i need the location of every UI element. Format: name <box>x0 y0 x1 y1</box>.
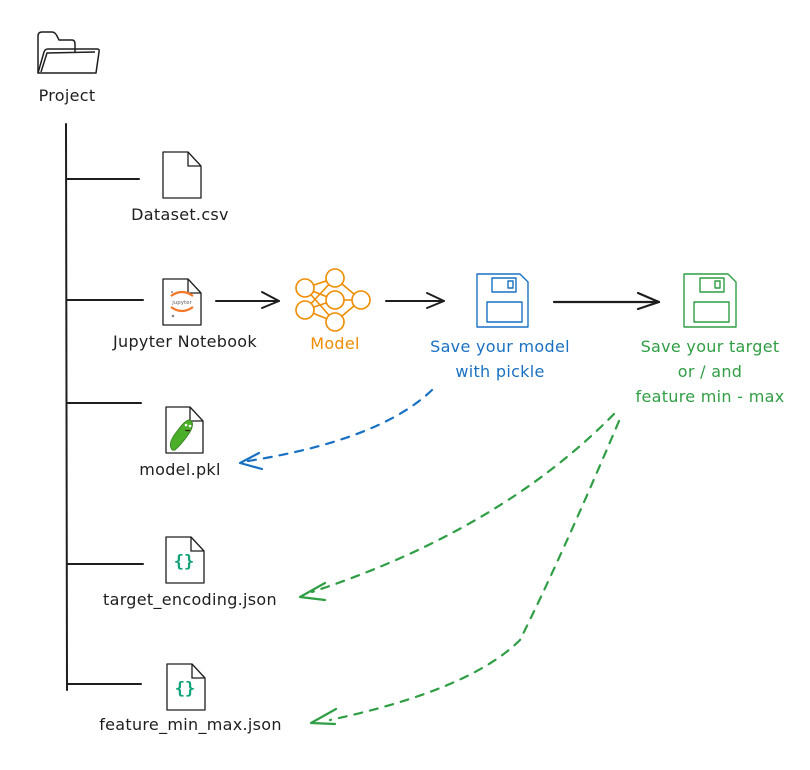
save-model-label: Save your model with pickle <box>430 337 570 381</box>
dashed-arrow-to-target-encoding <box>298 412 616 602</box>
file-label-dataset: Dataset.csv <box>131 205 229 224</box>
tree-trunk <box>65 123 68 691</box>
root-folder-label: Project <box>38 86 96 105</box>
floppy-disk-icon <box>683 273 737 328</box>
dashed-arrow-to-feature-min-max <box>309 419 621 726</box>
file-label-feature-min-max: feature_min_max.json <box>99 715 282 734</box>
jupyter-file-icon: jupyter <box>162 278 202 326</box>
dashed-arrow-to-model-pkl <box>238 388 434 471</box>
json-file-icon: {} <box>165 536 205 584</box>
json-file-icon: {} <box>166 663 206 711</box>
file-label-jupyter: Jupyter Notebook <box>113 332 257 351</box>
floppy-disk-icon <box>476 273 529 328</box>
pickle-file-icon <box>165 406 204 454</box>
file-icon <box>162 151 202 199</box>
svg-text:{}: {} <box>175 679 195 699</box>
arrow-model-to-save-model <box>385 292 445 309</box>
neural-network-icon <box>295 268 371 332</box>
tree-lines <box>65 123 144 691</box>
svg-text:jupyter: jupyter <box>171 300 192 306</box>
save-target-label: Save your target or / and feature min - … <box>635 337 785 406</box>
file-label-target-encoding: target_encoding.json <box>103 590 277 609</box>
svg-text:{}: {} <box>174 552 194 572</box>
folder-icon <box>37 31 100 74</box>
arrow-jupyter-to-model <box>215 291 280 309</box>
file-label-model-pkl: model.pkl <box>139 460 221 479</box>
arrow-save-model-to-save-target <box>552 291 661 311</box>
model-label: Model <box>310 334 360 353</box>
